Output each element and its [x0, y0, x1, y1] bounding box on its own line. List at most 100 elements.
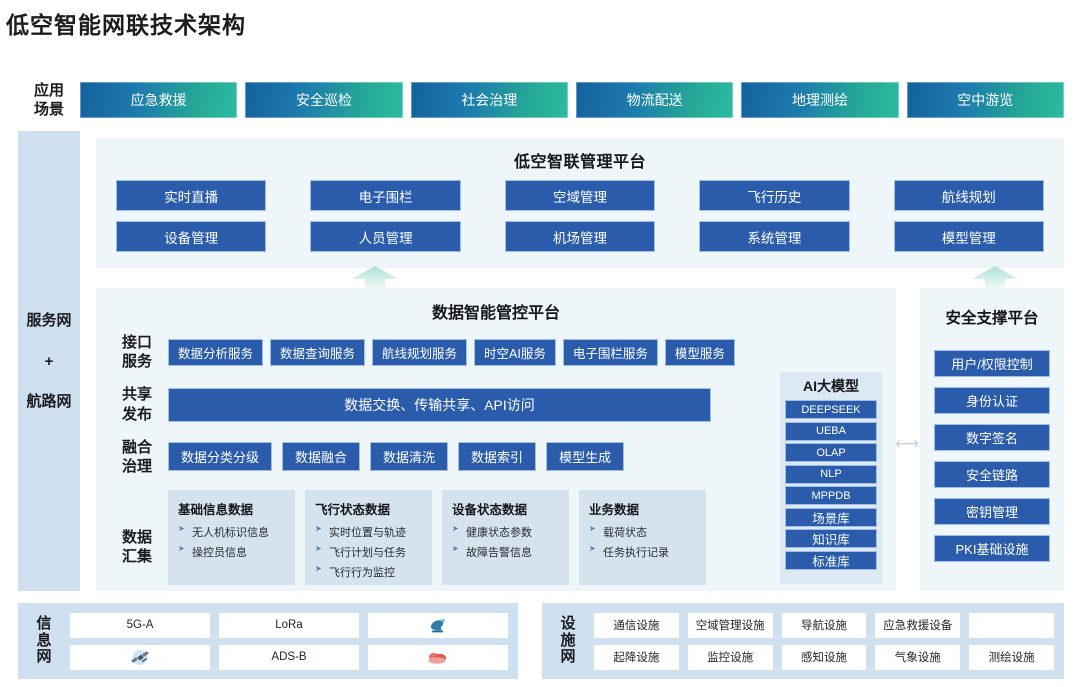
facility-network-label-char3: 网: [560, 648, 576, 666]
gov-data-classification[interactable]: 数据分类分级: [168, 442, 273, 472]
ai-large-model-panel: AI大模型 DEEPSEEK UEBA OLAP NLP MPPDB 场景库 知…: [780, 372, 882, 584]
ai-item-mppdb[interactable]: MPPDB: [785, 486, 877, 505]
interface-service-label-line1: 接口: [121, 334, 152, 351]
agg-card-title: 飞行状态数据: [315, 503, 391, 518]
app-tile-air-sightseeing[interactable]: 空中游览: [906, 82, 1064, 118]
mgmt-button-device-management[interactable]: 设备管理: [116, 221, 267, 252]
net-tile-5g-a[interactable]: 5G-A: [70, 612, 210, 638]
list-item: 故障告警信息: [452, 544, 561, 560]
fusion-governance-row: 融合 治理 数据分类分级 数据融合 数据清洗 数据索引 模型生成: [96, 438, 896, 476]
agg-card-title: 业务数据: [589, 503, 640, 518]
fac-tile-spacer: [969, 612, 1054, 638]
app-tile-safety-inspection[interactable]: 安全巡检: [245, 82, 403, 118]
fac-tile-takeoff-landing[interactable]: 起降设施: [594, 644, 679, 670]
sec-item-user-permission-control[interactable]: 用户/权限控制: [934, 350, 1050, 377]
list-item: 健康状态参数: [452, 524, 561, 540]
sidebar-plus-sign: +: [44, 352, 54, 370]
information-network-label: 信 息 网: [18, 615, 70, 666]
facility-network-grid: 通信设施 空域管理设施 导航设施 应急救援设备 起降设施 监控设施 感知设施 气…: [594, 612, 1064, 670]
ai-item-scenario-library[interactable]: 场景库: [785, 507, 877, 527]
facility-network-label: 设 施 网: [542, 615, 594, 666]
app-tile-logistics-delivery[interactable]: 物流配送: [575, 82, 734, 118]
agg-card-list: 实时位置与轨迹 飞行计划与任务 飞行行为监控: [315, 524, 424, 580]
fac-tile-sensing[interactable]: 感知设施: [781, 644, 867, 670]
svc-data-analysis[interactable]: 数据分析服务: [168, 338, 264, 366]
satellite-icon: [131, 649, 149, 665]
fac-tile-surveying[interactable]: 测绘设施: [969, 644, 1054, 670]
data-aggregation-row: 数据 汇集 基础信息数据 无人机标识信息 操控员信息 飞行状态数据 实时位置与轨…: [96, 490, 896, 586]
share-publish-bar[interactable]: 数据交换、传输共享、API访问: [168, 387, 711, 422]
fac-tile-airspace-management[interactable]: 空域管理设施: [687, 612, 773, 638]
agg-card-flight-status: 飞行状态数据 实时位置与轨迹 飞行计划与任务 飞行行为监控: [305, 490, 432, 586]
interface-service-label-line2: 服务: [121, 353, 152, 371]
mgmt-button-personnel-management[interactable]: 人员管理: [310, 221, 461, 252]
net-tile-satellite[interactable]: [70, 644, 210, 670]
net-tile-satellite-dish[interactable]: [368, 612, 508, 638]
gov-model-generation[interactable]: 模型生成: [546, 442, 625, 472]
app-tile-geographic-survey[interactable]: 地理测绘: [741, 82, 899, 118]
share-publish-label-line2: 发布: [121, 405, 152, 423]
share-publish-row: 共享 发布 数据交换、传输共享、API访问: [96, 385, 896, 423]
sec-item-identity-authentication[interactable]: 身份认证: [934, 387, 1050, 414]
ai-item-olap[interactable]: OLAP: [785, 443, 877, 462]
page-title: 低空智能网联技术架构: [6, 12, 246, 38]
sec-item-secure-link[interactable]: 安全链路: [934, 461, 1050, 488]
mgmt-button-route-planning[interactable]: 航线规划: [893, 180, 1044, 211]
share-publish-label: 共享 发布: [106, 385, 168, 423]
agg-card-device-status: 设备状态数据 健康状态参数 故障告警信息: [442, 490, 569, 586]
agg-card-title: 基础信息数据: [178, 503, 254, 518]
fusion-governance-tiles: 数据分类分级 数据融合 数据清洗 数据索引 模型生成: [168, 442, 625, 472]
list-item: 载荷状态: [589, 524, 698, 540]
fac-tile-navigation[interactable]: 导航设施: [781, 612, 867, 638]
mgmt-button-flight-history[interactable]: 飞行历史: [699, 180, 850, 211]
svc-route-planning[interactable]: 航线规划服务: [372, 338, 468, 366]
net-tile-cloud[interactable]: [368, 644, 508, 670]
fac-tile-monitoring[interactable]: 监控设施: [687, 644, 773, 670]
ai-item-standard-library[interactable]: 标准库: [785, 550, 877, 570]
share-publish-label-line1: 共享: [121, 386, 152, 404]
svc-model[interactable]: 模型服务: [664, 338, 735, 366]
information-network-grid: 5G-A LoRa ADS-: [70, 612, 518, 670]
svc-spatiotemporal-ai[interactable]: 时空AI服务: [474, 338, 556, 366]
interface-service-label: 接口 服务: [106, 333, 168, 371]
app-tile-social-governance[interactable]: 社会治理: [410, 82, 568, 118]
sec-item-key-management[interactable]: 密钥管理: [934, 498, 1050, 525]
svc-geofence[interactable]: 电子围栏服务: [562, 338, 658, 366]
ai-item-ueba[interactable]: UEBA: [785, 421, 877, 441]
fac-tile-meteorological[interactable]: 气象设施: [875, 644, 961, 670]
fusion-governance-label: 融合 治理: [106, 438, 168, 476]
gov-data-cleaning[interactable]: 数据清洗: [370, 442, 449, 472]
data-aggregation-label-line2: 汇集: [121, 548, 152, 566]
fac-tile-emergency-rescue-equipment[interactable]: 应急救援设备: [875, 612, 961, 638]
management-platform-panel: 低空智联管理平台 实时直播 电子围栏 空域管理 飞行历史 航线规划 设备管理 人…: [96, 138, 1064, 268]
ai-item-deepseek[interactable]: DEEPSEEK: [785, 400, 877, 419]
left-right-arrow-icon: ⟷: [894, 434, 920, 453]
mgmt-button-model-management[interactable]: 模型管理: [893, 221, 1044, 252]
gov-data-indexing[interactable]: 数据索引: [458, 442, 537, 472]
list-item: 无人机标识信息: [178, 524, 287, 540]
mgmt-button-airport-management[interactable]: 机场管理: [504, 221, 656, 252]
net-tile-lora[interactable]: LoRa: [219, 612, 359, 638]
gov-data-fusion[interactable]: 数据融合: [282, 442, 361, 472]
fusion-governance-label-line1: 融合: [121, 438, 152, 456]
list-item: 飞行计划与任务: [315, 544, 424, 560]
mgmt-button-geofence[interactable]: 电子围栏: [310, 180, 461, 211]
security-support-platform-title: 安全支撑平台: [945, 310, 1039, 327]
data-control-platform-panel: 数据智能管控平台 接口 服务 数据分析服务 数据查询服务 航线规划服务 时空AI…: [96, 288, 896, 591]
svc-data-query[interactable]: 数据查询服务: [270, 338, 366, 366]
ai-item-knowledge-library[interactable]: 知识库: [785, 529, 877, 548]
fac-tile-communication[interactable]: 通信设施: [594, 612, 679, 638]
ai-large-model-title: AI大模型: [803, 378, 859, 394]
application-scenario-row: 应用 场景 应急救援 安全巡检 社会治理 物流配送 地理测绘 空中游览: [18, 78, 1064, 122]
sec-item-digital-signature[interactable]: 数字签名: [934, 424, 1050, 451]
net-tile-ads-b[interactable]: ADS-B: [219, 644, 359, 670]
sec-item-pki-infrastructure[interactable]: PKI基础设施: [934, 535, 1050, 562]
list-item: 操控员信息: [178, 544, 287, 560]
app-tile-emergency-rescue[interactable]: 应急救援: [80, 82, 238, 118]
application-scenario-tiles: 应急救援 安全巡检 社会治理 物流配送 地理测绘 空中游览: [80, 82, 1064, 118]
sidebar-service-route-network: 服务网 + 航路网: [18, 131, 80, 591]
mgmt-button-airspace-management[interactable]: 空域管理: [504, 180, 656, 211]
mgmt-button-live-stream[interactable]: 实时直播: [116, 180, 267, 211]
ai-item-nlp[interactable]: NLP: [785, 464, 877, 484]
mgmt-button-system-management[interactable]: 系统管理: [699, 221, 850, 252]
